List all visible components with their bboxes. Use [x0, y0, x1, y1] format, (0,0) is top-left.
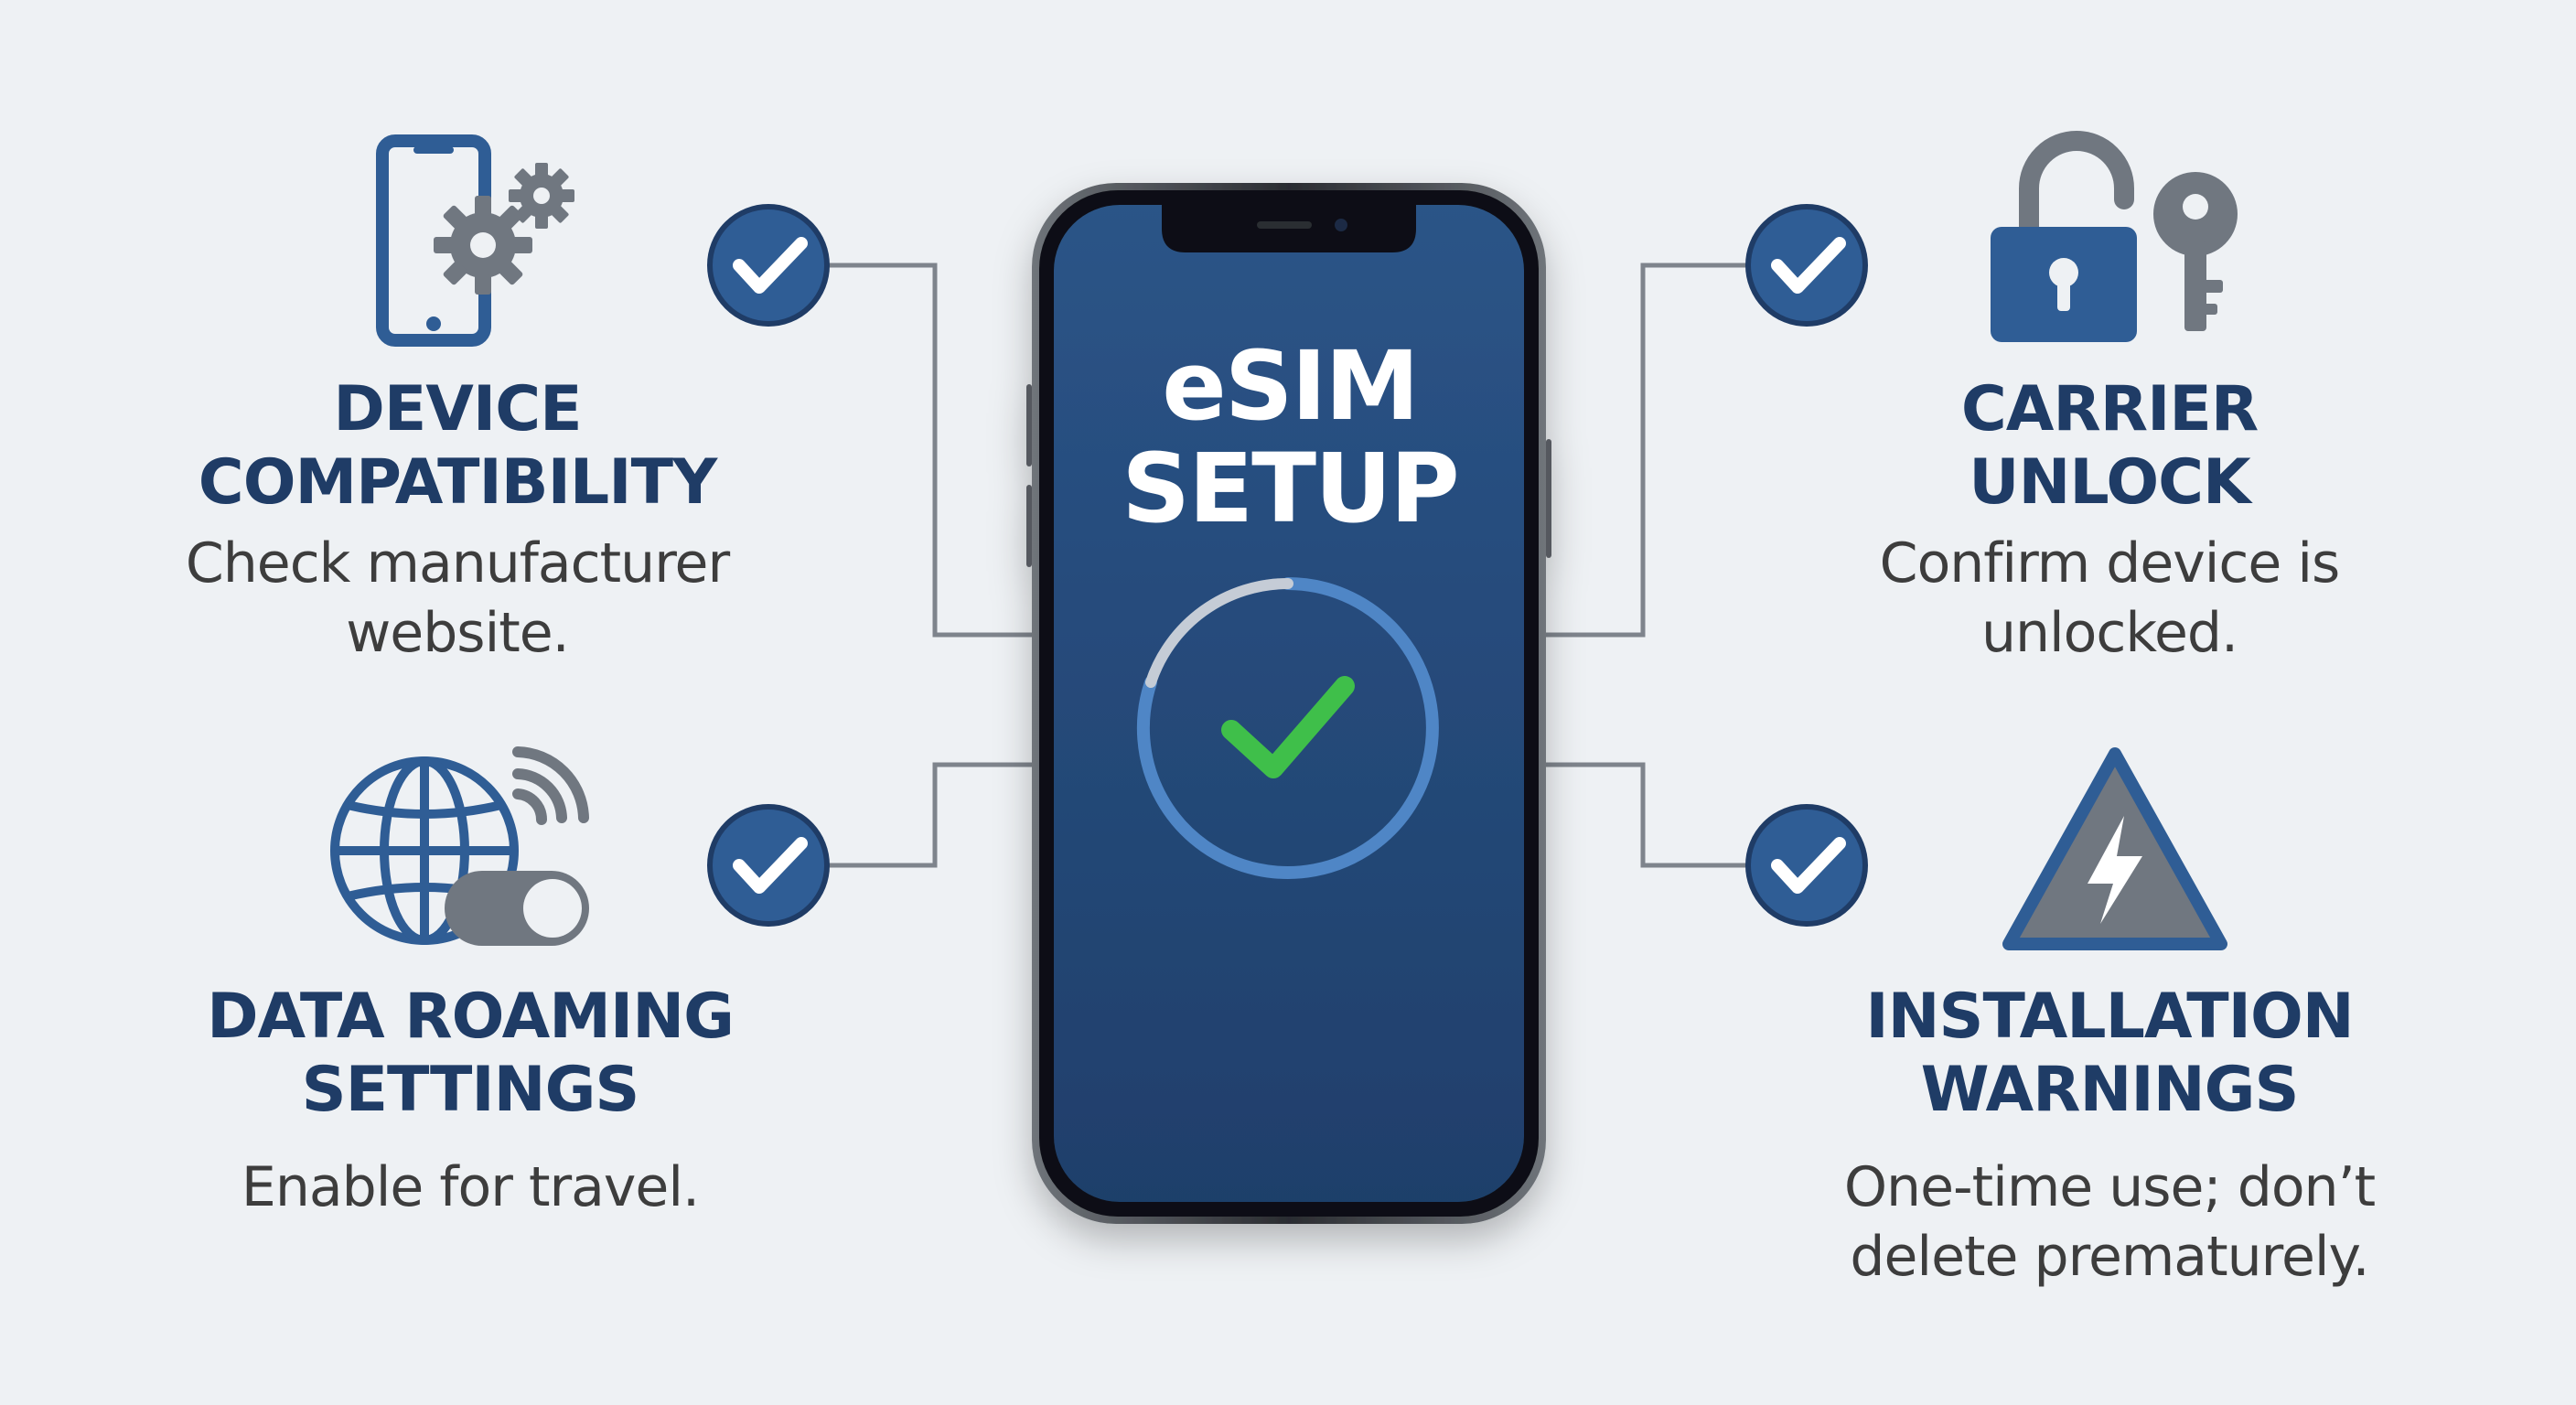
- success-ring: [1136, 577, 1439, 879]
- padlock-key-icon: [1991, 131, 2238, 342]
- checkmark-icon: [1771, 237, 1846, 294]
- key-icon: [2153, 172, 2238, 331]
- feature-title-line: SETTINGS: [301, 1054, 640, 1126]
- feature-description: One-time use; don’t delete prematurely.: [1698, 1153, 2521, 1292]
- feature-description: Check manufacturer website.: [46, 529, 869, 668]
- feature-title-line: UNLOCK: [1969, 446, 2250, 519]
- connector-carrier: [1546, 263, 1749, 638]
- feature-description: Confirm device is unlocked.: [1698, 529, 2521, 668]
- feature-title: CARRIER UNLOCK: [1698, 373, 2521, 520]
- feature-carrier-unlock: CARRIER UNLOCK Confirm device is unlocke…: [1698, 373, 2521, 668]
- phone-title-line: eSIM: [1162, 330, 1420, 442]
- connector-warnings: [1546, 762, 1749, 868]
- check-badge-warnings: [1745, 804, 1868, 927]
- feature-description-line: website.: [346, 601, 570, 665]
- phone-title-line: SETUP: [1122, 433, 1460, 544]
- feature-description-line: Enable for travel.: [241, 1155, 700, 1219]
- feature-title-line: CARRIER: [1960, 373, 2259, 445]
- check-badge-device: [707, 204, 830, 327]
- feature-data-roaming: DATA ROAMING SETTINGS Enable for travel.: [59, 981, 882, 1222]
- phone-screen: [1054, 205, 1524, 1202]
- feature-title-line: INSTALLATION: [1865, 981, 2354, 1053]
- feature-title-line: DEVICE: [333, 373, 582, 445]
- feature-title-line: COMPATIBILITY: [198, 446, 717, 519]
- success-check-icon: [1221, 676, 1355, 778]
- toggle-switch-icon: [445, 871, 589, 946]
- phone-gears-icon: [376, 134, 574, 347]
- feature-description-line: Confirm device is: [1879, 531, 2341, 595]
- warning-triangle-icon: [2002, 747, 2227, 950]
- progress-arc: [1136, 577, 1439, 879]
- check-badge-roaming: [707, 804, 830, 927]
- phone-side-button: [1026, 384, 1032, 467]
- globe-toggle-icon: [330, 746, 589, 946]
- phone-mockup: [1026, 183, 1551, 1224]
- feature-description-line: Check manufacturer: [185, 531, 730, 595]
- feature-title: INSTALLATION WARNINGS: [1698, 981, 2521, 1127]
- feature-title-line: WARNINGS: [1920, 1054, 2300, 1126]
- feature-title-line: DATA ROAMING: [207, 981, 735, 1053]
- check-badge-carrier: [1745, 204, 1868, 327]
- feature-title: DATA ROAMING SETTINGS: [59, 981, 882, 1127]
- phone-screen-title: eSIM SETUP: [1015, 335, 1564, 540]
- feature-device-compatibility: DEVICE COMPATIBILITY Check manufacturer …: [46, 373, 869, 668]
- checkmark-icon: [1771, 837, 1846, 894]
- feature-description-line: One-time use; don’t: [1843, 1155, 2376, 1219]
- feature-description: Enable for travel.: [59, 1153, 882, 1222]
- feature-description-line: delete prematurely.: [1850, 1225, 2369, 1289]
- connector-device: [827, 263, 1032, 638]
- wifi-icon: [512, 746, 589, 825]
- connector-lines: [827, 263, 1749, 868]
- checkmark-icon: [733, 837, 808, 894]
- checkmark-icon: [733, 237, 808, 294]
- feature-title: DEVICE COMPATIBILITY: [46, 373, 869, 520]
- feature-installation-warnings: INSTALLATION WARNINGS One-time use; don’…: [1698, 981, 2521, 1292]
- feature-description-line: unlocked.: [1980, 601, 2238, 665]
- connector-roaming: [827, 762, 1032, 868]
